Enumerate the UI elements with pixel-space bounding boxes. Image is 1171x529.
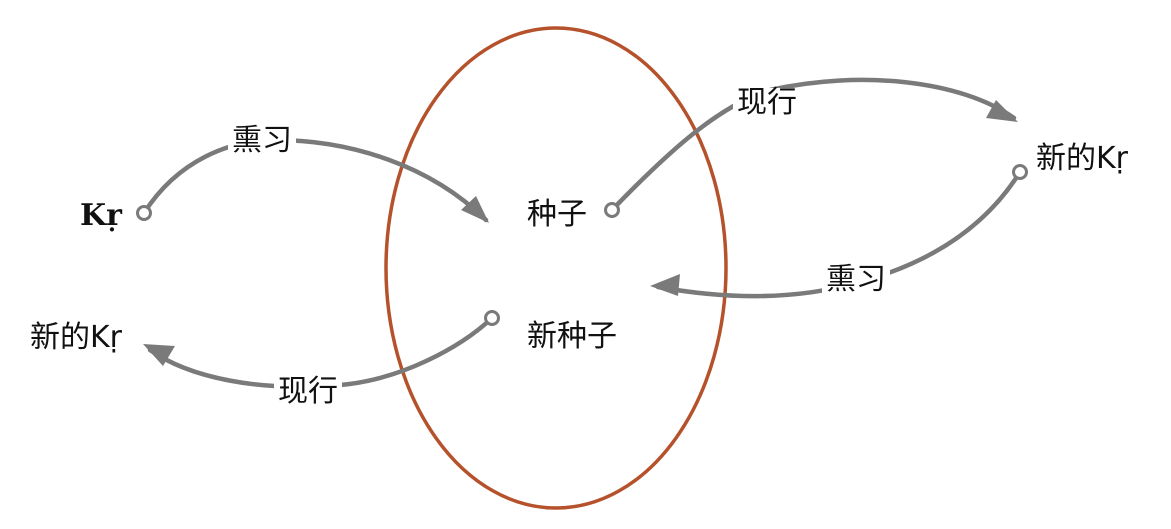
edge-manifest-right-arrowhead <box>986 100 1018 122</box>
new-kr-left-label: 新的Kṛ <box>30 320 123 355</box>
seed-port <box>604 202 620 218</box>
edge-perfume-left-label: 熏习 <box>228 126 296 156</box>
edge-manifest-left-label: 现行 <box>274 377 342 407</box>
new-kr-right-label: 新的Kṛ <box>1036 141 1129 176</box>
seed-label: 种子 <box>527 197 587 232</box>
new-kr-right-port <box>1012 164 1028 180</box>
edge-perfume-left-arrowhead <box>461 196 489 223</box>
seed-container-ellipse <box>384 26 728 510</box>
kr-source-port <box>136 205 152 221</box>
new-seed-label: 新种子 <box>527 319 617 354</box>
new-seed-port <box>484 310 500 326</box>
kr-source-label: Kṛ <box>80 198 122 233</box>
edge-perfume-right-arrowhead <box>650 274 680 296</box>
edge-manifest-right-label: 现行 <box>733 88 801 118</box>
edge-perfume-left-path <box>141 137 489 223</box>
edge-perfume-right-label: 熏习 <box>822 265 890 295</box>
edge-manifest-left-arrowhead <box>143 344 175 366</box>
edge-manifest-right-path <box>609 77 1017 213</box>
